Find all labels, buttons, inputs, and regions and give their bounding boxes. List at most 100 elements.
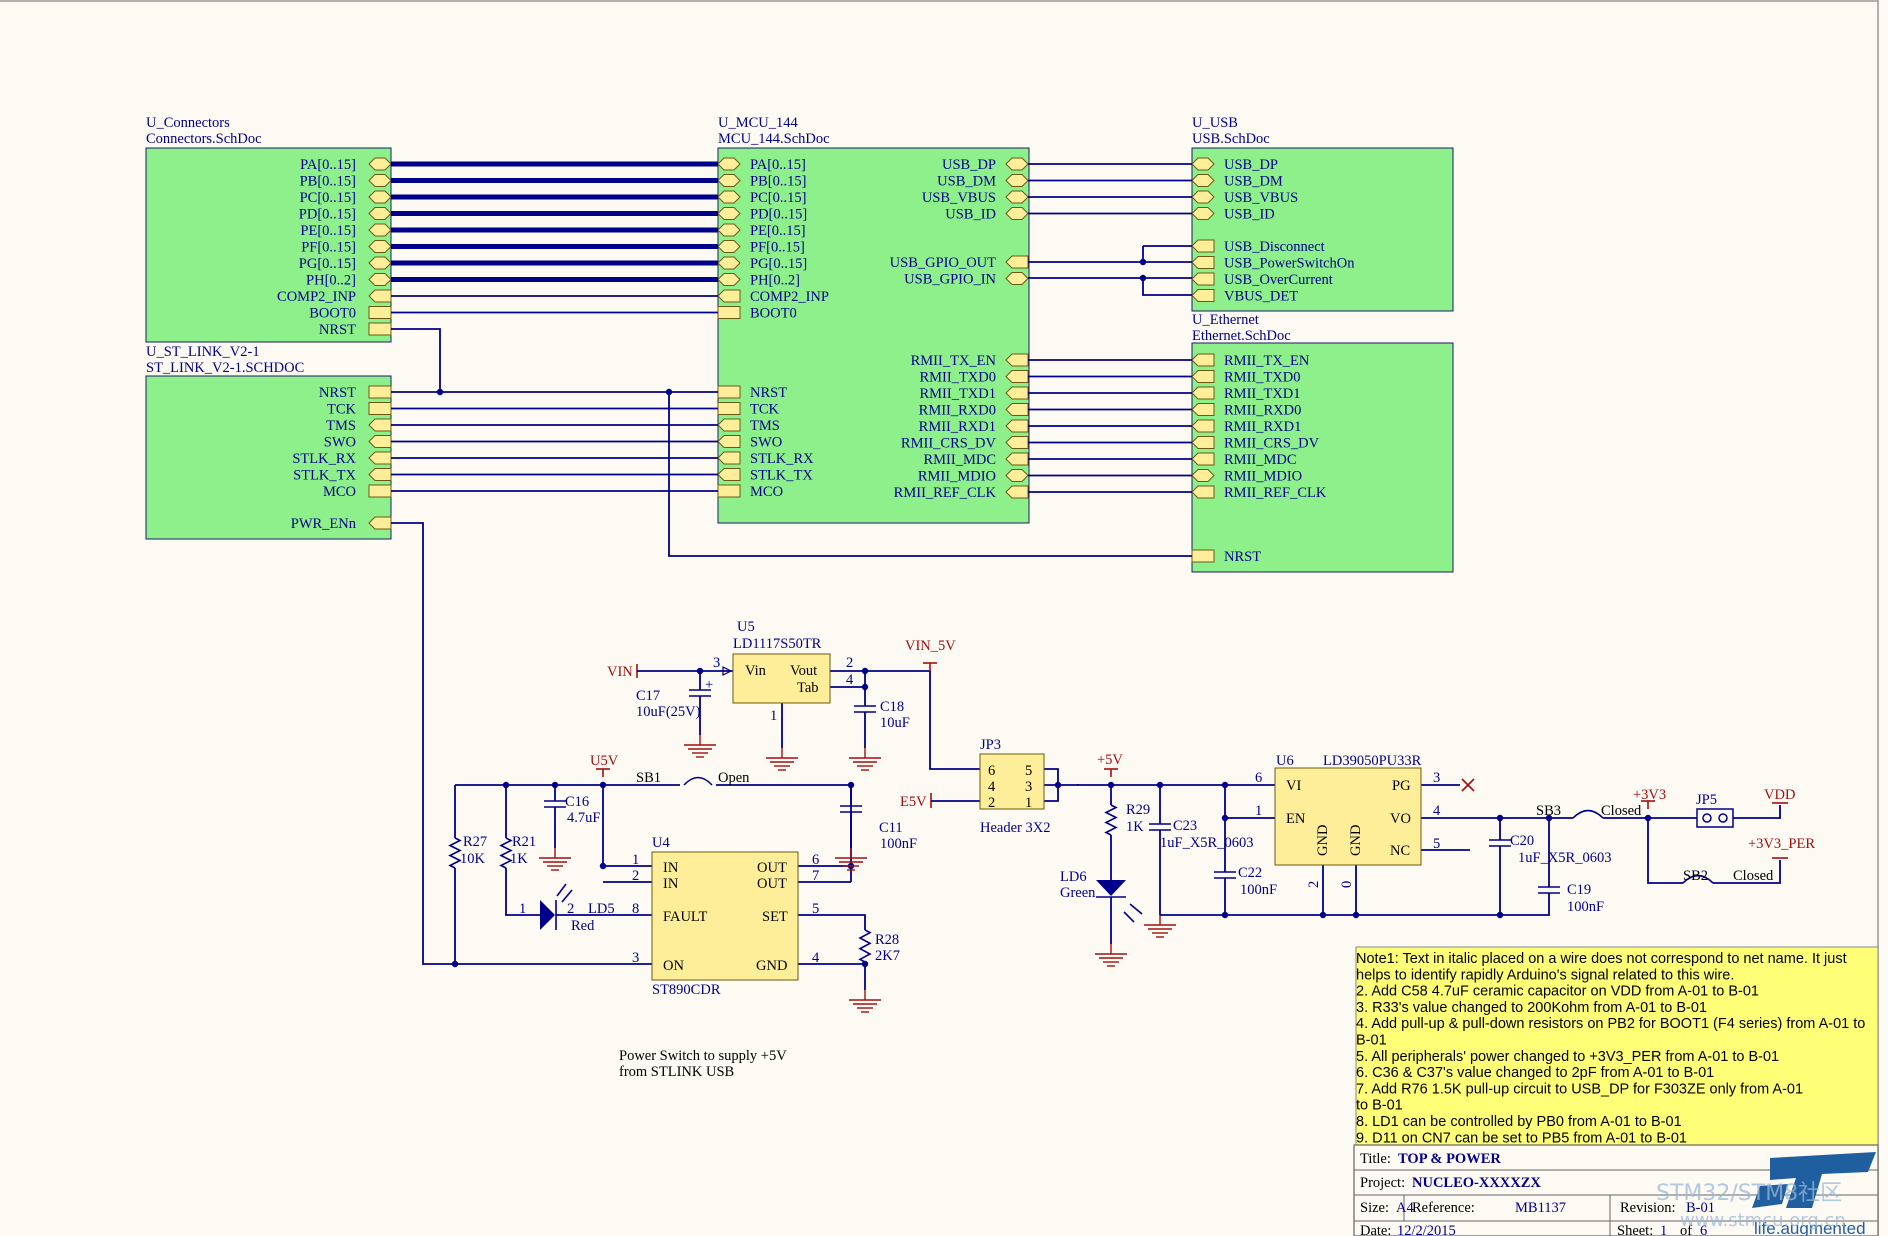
r29-resistor [1104, 804, 1118, 836]
mcu-right-pin-label: RMII_MDIO [918, 469, 996, 485]
u4-power-switch[interactable]: U4 ST890CDR IN IN FAULT ON OUT OUT SET G… [632, 835, 820, 998]
ethernet-port [1191, 436, 1215, 449]
revision-value: B-01 [1686, 1200, 1715, 1216]
mcu-right-pin-label: RMII_TXD1 [919, 386, 996, 402]
ld5-pin-a: 1 [519, 901, 526, 917]
r29-value: 1K [1126, 819, 1144, 835]
project-label: Project: [1360, 1175, 1405, 1191]
r28-resistor [858, 929, 872, 963]
usb-file: USB.SchDoc [1192, 131, 1270, 147]
c17-plus-sign: + [705, 677, 713, 693]
u6-pin-vo: VO [1390, 811, 1411, 827]
mcu-left-port [717, 289, 741, 303]
note-line: 6. C36 & C37's value changed to 2pF from… [1356, 1065, 1714, 1081]
mcu-left-port [717, 207, 741, 220]
ld6-ray [1129, 903, 1143, 915]
u5-vin-label: Vin [745, 663, 767, 679]
u5-body [732, 653, 831, 704]
c23-ref: C23 [1173, 818, 1197, 834]
note-line: 5. All peripherals' power changed to +3V… [1356, 1049, 1779, 1065]
power-wire [1500, 893, 1550, 916]
u4-num-on: 3 [632, 950, 639, 966]
connectors-pin-label: PE[0..15] [300, 223, 356, 239]
mcu-left-pin-label: BOOT0 [750, 306, 797, 322]
hierarchical-blocks: U_ConnectorsConnectors.SchDocU_ST_LINK_V… [145, 115, 1454, 965]
stlink-block [145, 375, 392, 540]
jp3-pin-6: 6 [988, 763, 995, 779]
sb2-state: Closed [1733, 868, 1774, 884]
usb-vbusdet-wire [1142, 278, 1192, 296]
sb2-ref: SB2 [1683, 868, 1708, 884]
ethernet-pin-label: RMII_TXD0 [1224, 370, 1301, 386]
connectors-block [145, 147, 392, 343]
project-value: NUCLEO-XXXXZX [1412, 1175, 1541, 1191]
r27-resistor [448, 837, 462, 869]
mcu-left-port [717, 190, 741, 204]
ethernet-pin-label: RMII_REF_CLK [1224, 485, 1327, 501]
mcu-right-pin-label: RMII_RXD0 [919, 403, 996, 419]
mcu-right-pin-label: USB_VBUS [922, 190, 996, 206]
c19-ref: C19 [1567, 882, 1591, 898]
mcu-right-pin-label: USB_ID [945, 207, 996, 223]
mcu-left-port [717, 256, 741, 270]
mcu-left-pin-label: PA[0..15] [750, 157, 806, 173]
u6-body [1274, 767, 1422, 866]
connectors-pin-label: PB[0..15] [300, 174, 356, 190]
u4-num-set: 5 [812, 901, 819, 917]
sb3-jumper [1572, 809, 1604, 819]
stlink-pin-label: STLK_RX [292, 451, 356, 467]
mcu-left-port [717, 223, 741, 237]
u4-pin-fault: FAULT [663, 909, 707, 925]
ethernet-port [1191, 419, 1215, 433]
mcu-right-pin-label: RMII_MDC [923, 452, 996, 468]
ethernet-pin-label: RMII_MDC [1224, 452, 1297, 468]
mcu-left-port [717, 418, 741, 432]
r21-ref: R21 [512, 834, 536, 850]
sb1-jumper [683, 776, 713, 786]
watermark-line2: www.stmcu.org.cn [1680, 1210, 1846, 1231]
mcu-right-pin-label: RMII_TXD0 [919, 370, 996, 386]
usb-port [1191, 272, 1215, 286]
mcu-designator: U_MCU_144 [718, 115, 799, 131]
u4-pin-out2: OUT [757, 876, 787, 892]
c22-value: 100nF [1240, 882, 1277, 898]
c22-ref: C22 [1238, 865, 1262, 881]
usb-port [1191, 256, 1215, 269]
mcu-left-port [717, 157, 741, 171]
mcu-left-pin-label: PB[0..15] [750, 174, 806, 190]
u4-pin-in2: IN [663, 876, 679, 892]
vin-5v-net-label: VIN_5V [905, 638, 956, 654]
ld6-ray [1123, 911, 1135, 923]
mcu-left-pin-label: PC[0..15] [750, 190, 806, 206]
u4-part: ST890CDR [652, 982, 721, 998]
mcu-left-pin-label: TCK [750, 402, 780, 418]
power-wire [602, 785, 652, 867]
mcu-left-pin-label: NRST [750, 385, 787, 401]
usb-port [1191, 157, 1215, 171]
note-line: to B-01 [1356, 1098, 1403, 1114]
u6-pin-nc: NC [1390, 843, 1410, 859]
title-value: TOP & POWER [1398, 1151, 1501, 1167]
stlink-file: ST_LINK_V2-1.SCHDOC [146, 360, 304, 376]
watermark-line1: STM32/STM8社区 [1656, 1181, 1842, 1206]
ld5-color: Red [571, 918, 595, 934]
note-line: Note1: Text in italic placed on a wire d… [1356, 951, 1847, 967]
ld5-ref: LD5 [588, 901, 615, 917]
mcu-right-pin-label: USB_GPIO_OUT [890, 255, 996, 271]
sb1-state: Open [718, 770, 750, 786]
pg-no-connect [1461, 778, 1475, 792]
u5-regulator[interactable]: U5 LD1117S50TR Vin Vout Tab 3 2 4 1 [713, 619, 854, 724]
connectors-pin-label: PF[0..15] [301, 240, 356, 256]
connectors-pin-label: NRST [319, 322, 356, 338]
u4-ref: U4 [652, 835, 670, 851]
u6-ldo[interactable]: U6 LD39050PU33R VI EN PG VO NC GND GND 6… [1255, 753, 1441, 888]
mcu-left-pin-label: PD[0..15] [750, 207, 807, 223]
jp3-part: Header 3X2 [980, 820, 1050, 836]
power-wire [1224, 785, 1275, 819]
u5-pin-gnd: 1 [770, 708, 777, 724]
u5v-net-label: U5V [590, 753, 619, 769]
jp3-header[interactable]: JP3 Header 3X2 6 5 4 3 2 1 [979, 737, 1050, 836]
c11-ref: C11 [879, 820, 903, 836]
u6-pin-pg: PG [1392, 778, 1411, 794]
